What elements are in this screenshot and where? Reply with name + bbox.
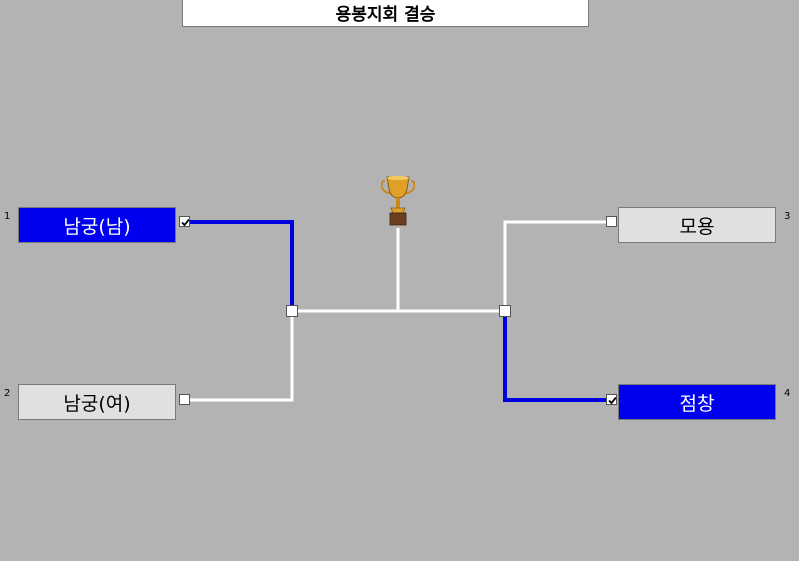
trophy-icon — [381, 176, 415, 226]
team-slot-2[interactable]: 남궁(여) — [18, 384, 176, 420]
checkmark-icon — [181, 218, 190, 227]
checkmark-icon — [608, 396, 617, 405]
bracket-line-team3 — [503, 220, 611, 311]
seed-number: 2 — [4, 388, 11, 399]
seed-number: 1 — [4, 211, 11, 222]
winner-checkbox-team3[interactable] — [606, 216, 617, 227]
team-slot-3[interactable]: 모용 — [618, 207, 776, 243]
semifinal-node-left[interactable] — [286, 305, 298, 317]
bracket-line-team1 — [190, 220, 294, 311]
bracket-line-team2 — [190, 317, 294, 402]
bracket-title: 용봉지회 결승 — [182, 0, 589, 27]
bracket-line-team4 — [503, 317, 611, 402]
winner-checkbox-team4[interactable] — [606, 394, 617, 405]
semifinal-node-right[interactable] — [499, 305, 511, 317]
winner-checkbox-team1[interactable] — [179, 216, 190, 227]
team-slot-1[interactable]: 남궁(남) — [18, 207, 176, 243]
seed-number: 3 — [784, 211, 791, 222]
winner-checkbox-team2[interactable] — [179, 394, 190, 405]
team-slot-4[interactable]: 점창 — [618, 384, 776, 420]
seed-number: 4 — [784, 388, 791, 399]
